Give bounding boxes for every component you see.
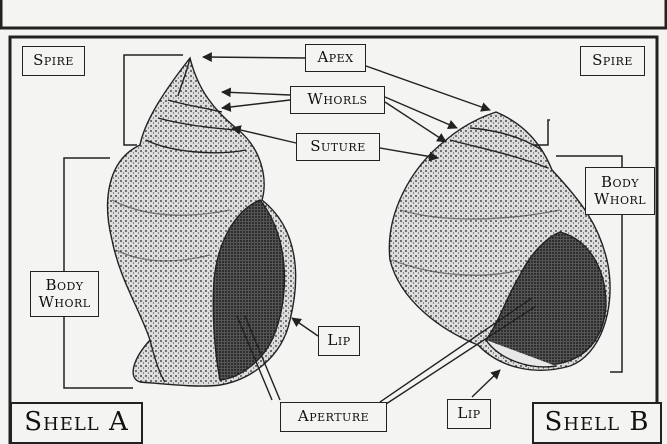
label-spire-b: Spire — [580, 46, 645, 76]
label-shell-a: Shell A — [10, 402, 143, 444]
label-aperture: Aperture — [280, 402, 387, 432]
label-suture: Suture — [296, 133, 380, 161]
label-lip-a: Lip — [318, 326, 360, 356]
label-spire-a: Spire — [22, 46, 85, 76]
shell-a-illustration — [108, 58, 296, 386]
label-shell-b: Shell B — [532, 402, 662, 444]
label-lip-b: Lip — [447, 399, 491, 429]
shell-b-illustration — [389, 112, 610, 370]
label-body-whorl-a: Body Whorl — [30, 271, 99, 317]
label-body-whorl-b: Body Whorl — [585, 167, 655, 215]
label-apex: Apex — [305, 44, 366, 72]
label-whorls: Whorls — [290, 86, 385, 114]
